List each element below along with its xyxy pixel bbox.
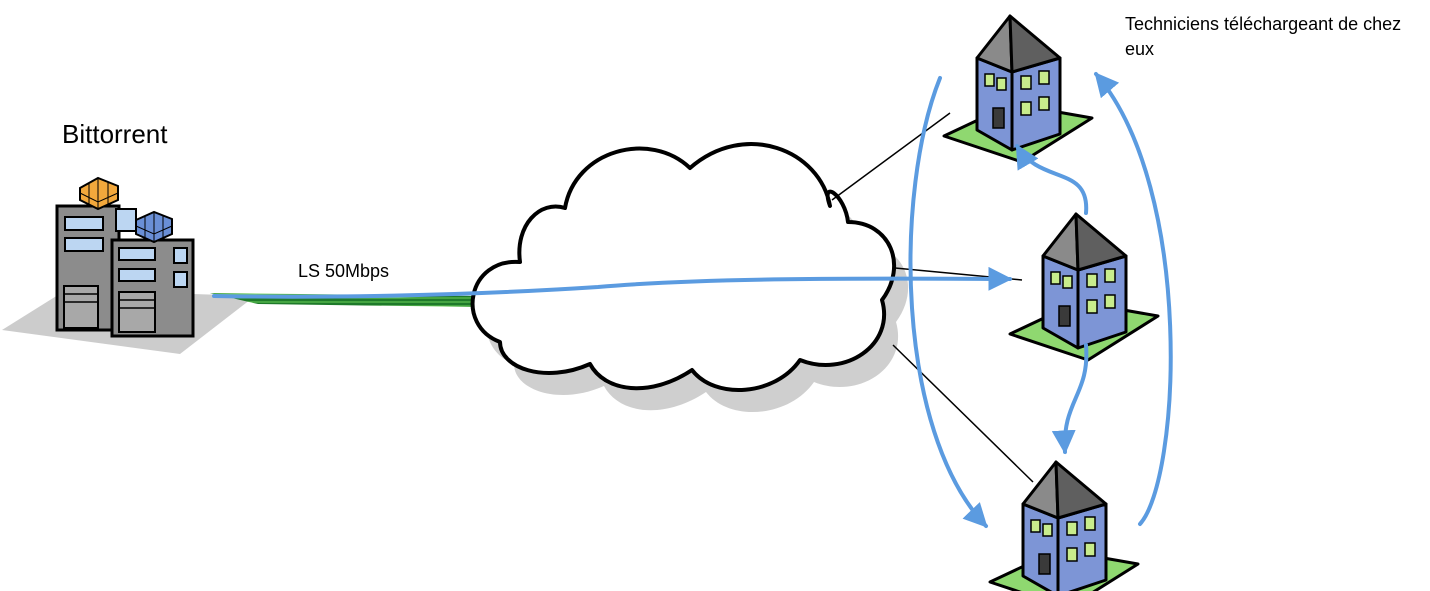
server-title: Bittorrent: [62, 119, 168, 149]
link-speed-label: LS 50Mbps: [298, 261, 390, 281]
house-icon: [942, 14, 1094, 164]
internet-cloud-icon: [470, 142, 909, 413]
house-icon: [988, 460, 1140, 591]
technicians-label: Techniciens téléchargeant de chez eux: [1125, 14, 1402, 59]
datacenter-building-icon: [2, 176, 255, 354]
house-icon: [1008, 212, 1160, 362]
download-arrows: [212, 72, 1173, 528]
